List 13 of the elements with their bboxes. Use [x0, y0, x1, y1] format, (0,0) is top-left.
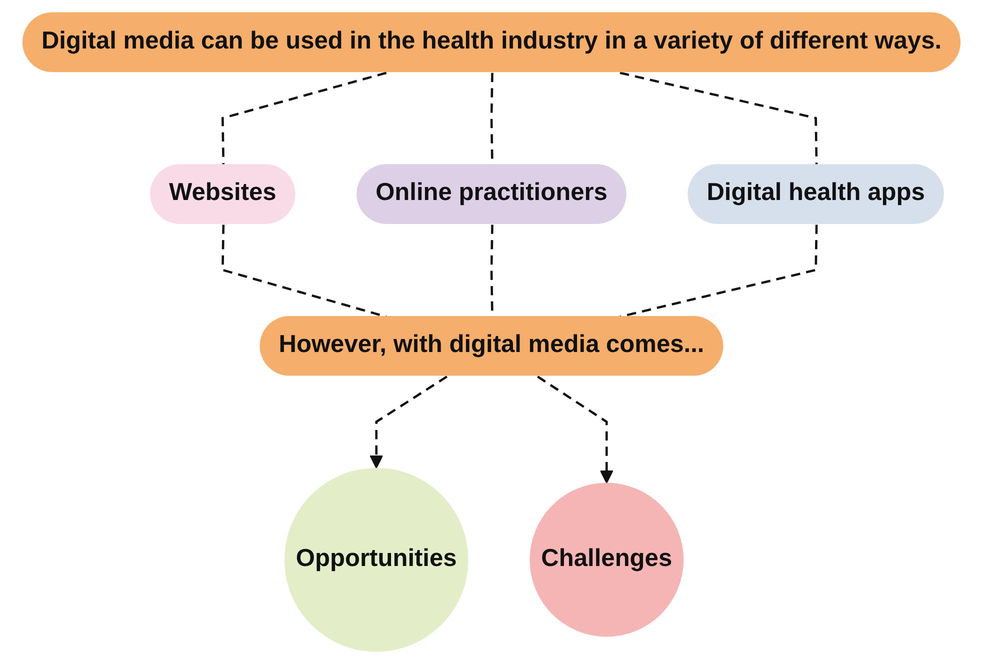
connector — [221, 224, 387, 318]
node-box: Digital health apps — [688, 164, 944, 224]
node-circle: Opportunities — [284, 468, 468, 652]
node-box: Digital media can be used in the health industry in a variety of different ways. — [22, 12, 961, 72]
arrow — [370, 376, 448, 468]
node-circle: Challenges — [530, 482, 684, 637]
connector — [620, 224, 818, 318]
node-box: Online practitioners — [356, 164, 626, 224]
arrow — [537, 376, 614, 484]
connector — [221, 72, 387, 165]
connector — [620, 72, 818, 165]
node-box: However, with digital media comes... — [260, 316, 724, 376]
node-box: Websites — [150, 164, 296, 224]
